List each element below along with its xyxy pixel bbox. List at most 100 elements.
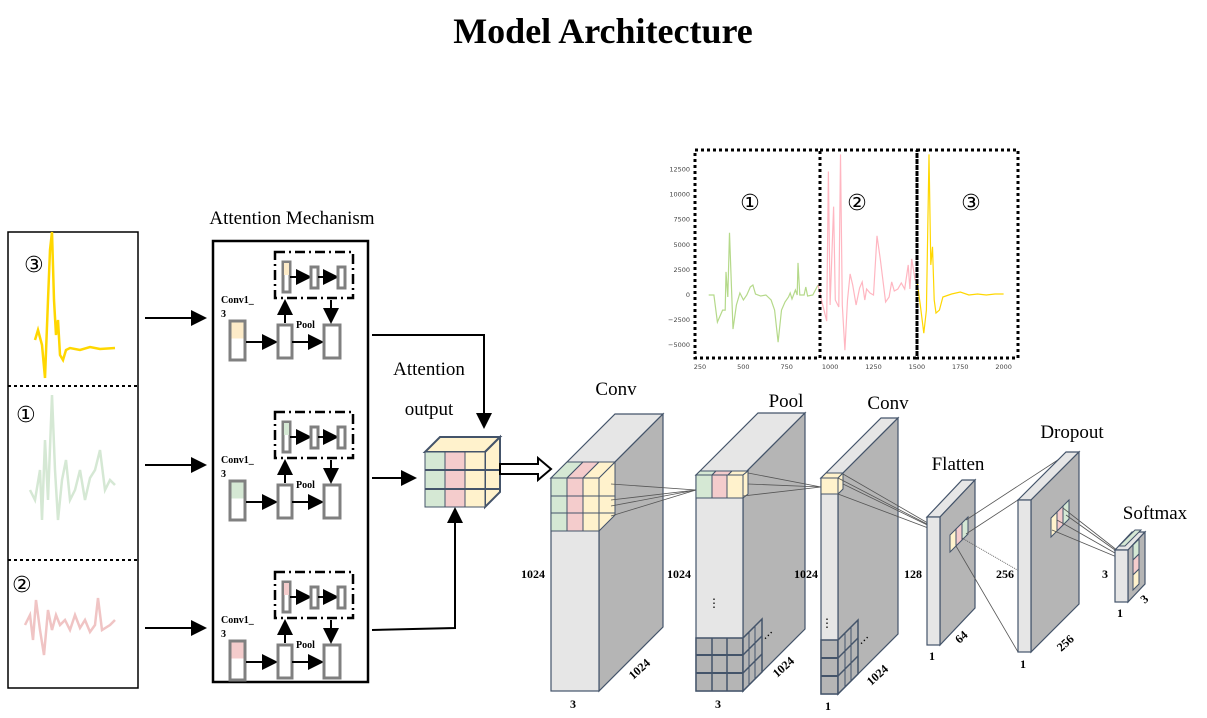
region-label-3: ③	[961, 191, 981, 216]
signal-inset-chart: 12500 10000 7500 5000 2500 0 −2500 −5000 250 500 7…	[668, 148, 1020, 371]
attention-output-arrows	[371, 334, 492, 631]
pooled-bar	[322, 483, 342, 520]
input-arrows	[145, 310, 207, 636]
pool-layer-height: 1024	[667, 567, 691, 581]
conv-label-kernel: 3	[221, 469, 226, 480]
region-box-2	[818, 148, 919, 360]
x-tick-label: 500	[737, 363, 749, 371]
conv-label-kernel: 3	[221, 629, 226, 640]
pool-layer-label: Pool	[769, 391, 804, 412]
y-tick-label: 10000	[669, 191, 690, 199]
conv-layer-2-label: Conv	[867, 393, 909, 414]
feature-bar	[276, 483, 294, 520]
series-line-3	[916, 154, 1004, 334]
conv-layer-1-label: Conv	[595, 379, 637, 400]
conv-layer-1-height: 1024	[521, 567, 545, 581]
hollow-arrow-icon	[499, 455, 553, 483]
y-tick-label: −2500	[668, 316, 690, 324]
x-tick-label: 1500	[909, 363, 926, 371]
attention-subnet-box	[273, 250, 355, 300]
attention-fc-bar	[309, 425, 320, 450]
signal-waveform-1	[28, 394, 116, 521]
y-tick-label: 2500	[673, 266, 690, 274]
attention-fc-bar	[336, 265, 347, 290]
feature-bar	[276, 643, 294, 680]
series-line-1	[708, 232, 819, 343]
x-tick-label: 250	[694, 363, 706, 371]
pool-label: Pool	[296, 480, 315, 491]
flatten-layer-width: 1	[929, 649, 935, 663]
pool-label: Pool	[296, 320, 315, 331]
conv-label: Conv1_	[221, 455, 255, 466]
signal-waveform-3	[33, 231, 116, 379]
attention-fc-bar	[309, 265, 320, 290]
ellipsis-icon: ⋮	[708, 596, 720, 610]
signal-label-3: ③	[24, 253, 44, 278]
conv-label: Conv1_	[221, 615, 255, 626]
attention-subnet-box	[273, 410, 355, 460]
attention-fc-bar	[309, 585, 320, 610]
flatten-layer-height: 128	[904, 567, 922, 581]
signal-label-1: ①	[16, 403, 36, 428]
y-tick-label: 5000	[673, 241, 690, 249]
flatten-layer-depth: 64	[952, 628, 970, 646]
conv-layer-1	[549, 412, 665, 693]
softmax-layer-depth: 3	[1137, 592, 1151, 606]
attention-subnet-box	[273, 570, 355, 620]
conv1-pool-connections	[610, 483, 697, 517]
flatten-layer-label: Flatten	[932, 454, 985, 475]
y-tick-label: −5000	[668, 341, 690, 349]
softmax-layer	[1113, 529, 1147, 604]
dropout-layer-depth: 256	[1054, 632, 1077, 654]
attention-output-cube	[422, 434, 503, 510]
region-box-1	[693, 148, 822, 360]
flatten-layer	[925, 478, 977, 647]
softmax-layer-label: Softmax	[1123, 503, 1188, 524]
pool-label: Pool	[296, 640, 315, 651]
page-title: Model Architecture	[453, 11, 753, 51]
attention-output-label-1: Attention	[393, 359, 465, 380]
attention-output-label-2: output	[405, 399, 454, 420]
region-box-3	[915, 148, 1020, 360]
signal-label-2: ②	[12, 573, 32, 598]
x-tick-label: 750	[781, 363, 793, 371]
pool-layer: ⋮ ⋯	[694, 411, 807, 693]
attention-fc-bar	[336, 425, 347, 450]
pool-layer-width: 3	[715, 697, 721, 711]
attention-title: Attention Mechanism	[209, 208, 374, 229]
dropout-layer	[1016, 450, 1081, 654]
conv-label: Conv1_	[221, 295, 255, 306]
pooled-bar	[322, 643, 342, 680]
attention-fc-bar	[336, 585, 347, 610]
pool-conv2-connections	[742, 472, 822, 497]
x-tick-label: 1000	[822, 363, 839, 371]
y-tick-label: 7500	[673, 216, 690, 224]
dropout-layer-height: 256	[996, 567, 1014, 581]
x-tick-label: 2000	[995, 363, 1012, 371]
y-tick-label: 0	[686, 291, 690, 299]
conv-layer-2-depth: 1024	[864, 662, 891, 688]
pooled-bar	[322, 323, 342, 360]
dropout-layer-label: Dropout	[1040, 422, 1104, 443]
ellipsis-icon: ⋮	[821, 616, 833, 630]
series-line-2	[817, 154, 917, 351]
conv-layer-2-height: 1024	[794, 567, 818, 581]
region-label-2: ②	[847, 191, 867, 216]
x-tick-label: 1750	[952, 363, 969, 371]
conv-label-kernel: 3	[221, 309, 226, 320]
signal-waveform-2	[23, 597, 116, 656]
x-tick-label: 1250	[865, 363, 882, 371]
conv-layer-1-width: 3	[570, 697, 576, 711]
feature-bar	[276, 323, 294, 360]
conv-layer-2-width: 1	[825, 699, 831, 713]
softmax-layer-height: 3	[1102, 567, 1108, 581]
signal-panel: ③ ① ②	[7, 231, 139, 689]
y-tick-label: 12500	[669, 166, 690, 174]
dropout-layer-width: 1	[1020, 657, 1026, 671]
softmax-layer-width: 1	[1117, 606, 1123, 620]
region-label-1: ①	[740, 191, 760, 216]
